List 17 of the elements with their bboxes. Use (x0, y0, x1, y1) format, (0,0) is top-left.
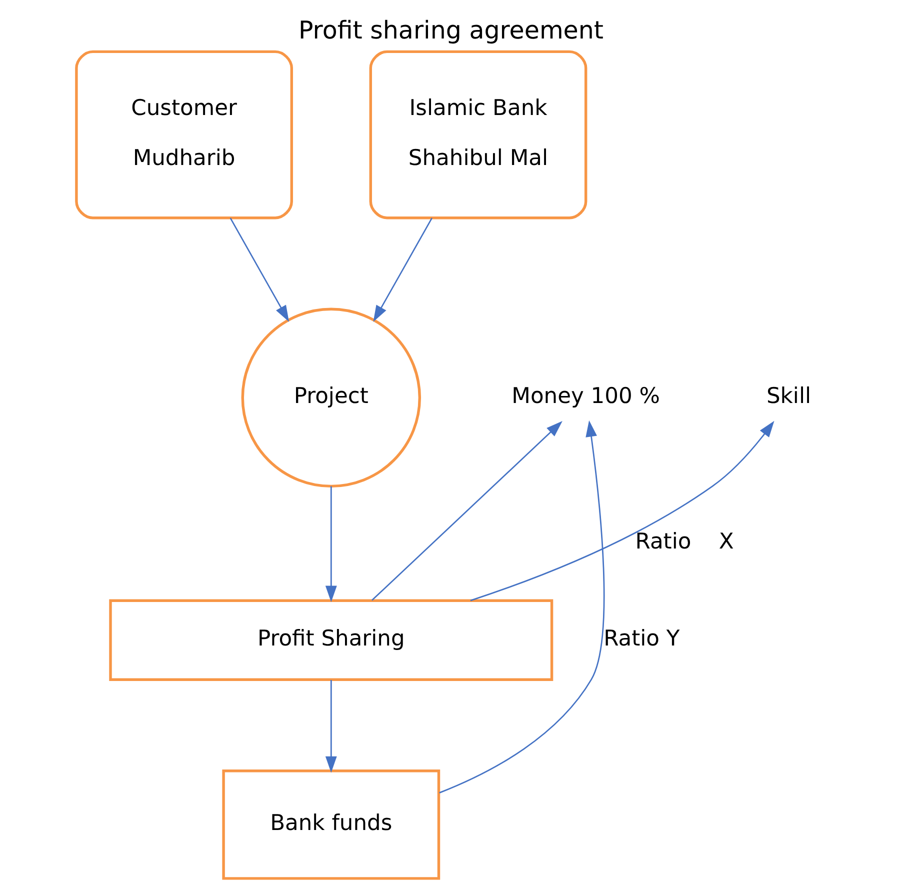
arrow (372, 421, 562, 601)
diagram-title: Profit sharing agreement (298, 16, 604, 45)
node-text: Money 100 % (512, 384, 660, 409)
node-box: Islamic Bank Shahibul Mal (369, 50, 588, 220)
arrow (325, 680, 337, 773)
node-box: Bank funds (222, 769, 440, 880)
arrow (325, 486, 337, 602)
arrow (373, 218, 432, 322)
arrow (439, 420, 605, 794)
node-box: Profit Sharing (109, 599, 554, 681)
node-circle: Project (241, 308, 422, 488)
node-text: Skill (766, 384, 812, 409)
edge-label: Ratio Y (604, 626, 680, 652)
arrow (470, 420, 774, 602)
arrow (230, 218, 290, 322)
node-box: Customer Mudharib (75, 50, 293, 220)
edge-label: Ratio X (635, 530, 734, 555)
